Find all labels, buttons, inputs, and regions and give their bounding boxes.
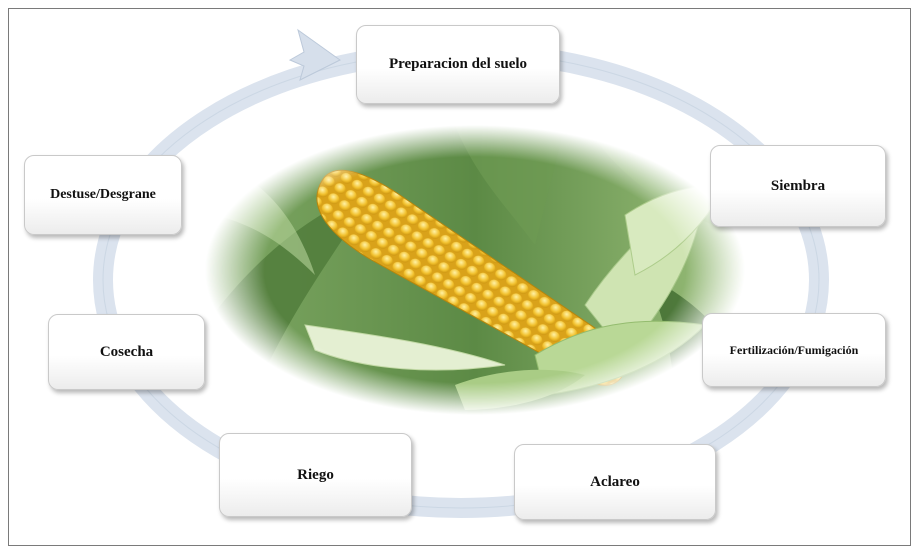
step-aclareo: Aclareo: [514, 444, 716, 520]
step-fertilizacion-fumigacion: Fertilización/Fumigación: [702, 313, 886, 387]
step-label: Preparacion del suelo: [388, 56, 528, 72]
step-label: Destuse/Desgrane: [50, 187, 156, 202]
step-destuse-desgrane: Destuse/Desgrane: [24, 155, 182, 235]
step-label: Riego: [297, 466, 334, 483]
step-riego: Riego: [219, 433, 412, 517]
step-siembra: Siembra: [710, 145, 886, 227]
step-label: Aclareo: [590, 473, 640, 490]
step-label: Fertilización/Fumigación: [729, 342, 859, 357]
cycle-arrowhead: [288, 28, 341, 81]
step-label: Siembra: [770, 177, 826, 194]
step-label: Cosecha: [99, 343, 154, 360]
corn-cob-photo: [205, 125, 745, 415]
step-cosecha: Cosecha: [48, 314, 205, 390]
step-preparacion-del-suelo: Preparacion del suelo: [356, 25, 560, 104]
